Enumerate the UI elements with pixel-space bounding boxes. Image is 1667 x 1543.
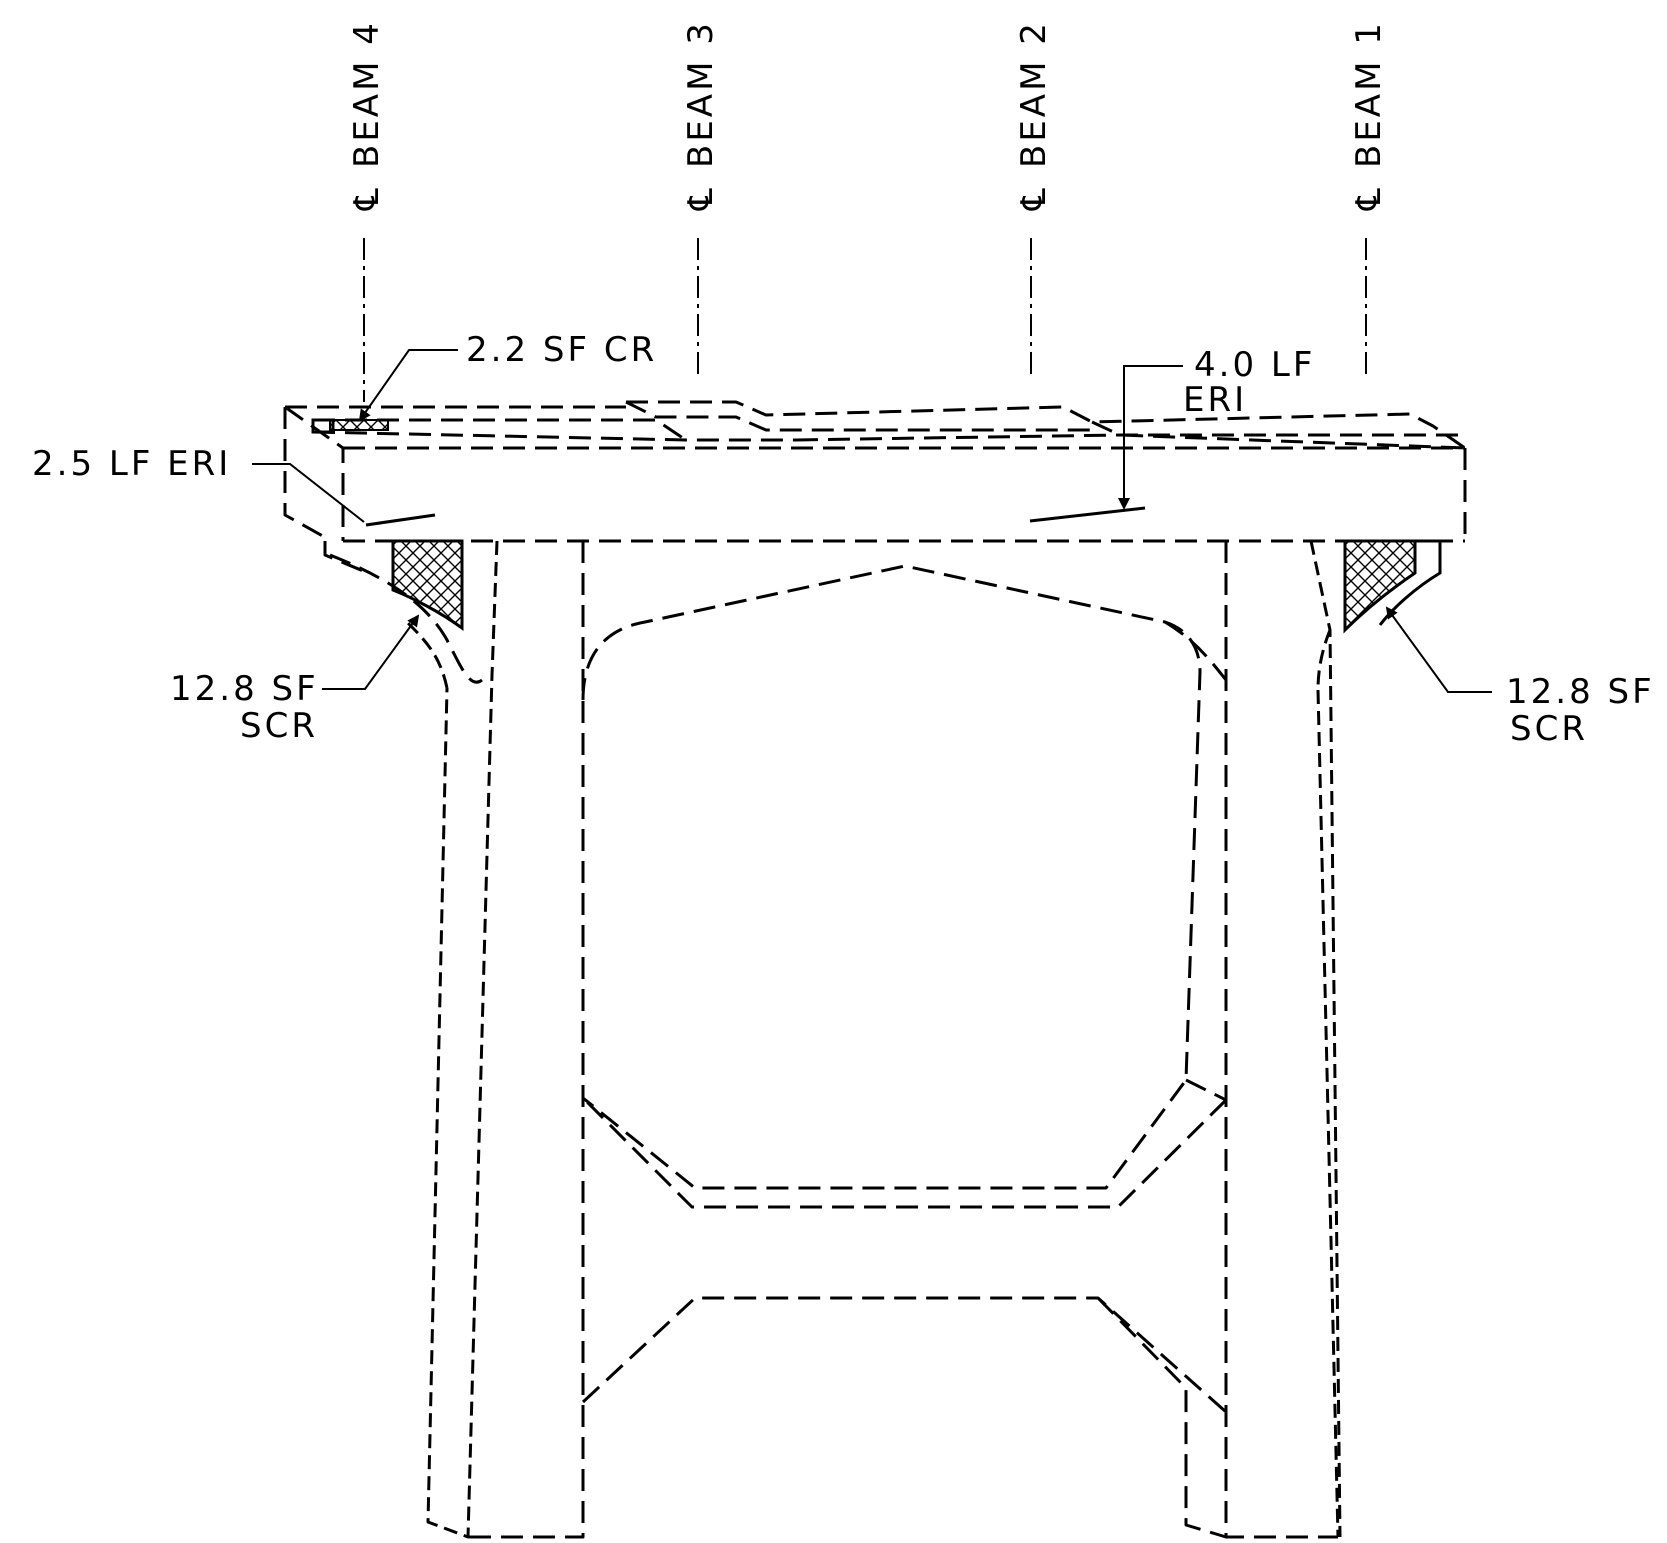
scr-area-left	[391, 539, 464, 631]
cr-label: 2.2 SF CR	[466, 330, 657, 370]
eri-left-label: 2.5 LF ERI	[32, 444, 231, 484]
scr-left-label-line1: 12.8 SF	[170, 669, 319, 709]
eri-line-left	[365, 513, 436, 527]
scr-area-right	[1343, 539, 1417, 634]
scr-edge-right	[1378, 539, 1442, 626]
beam-label: BEAM 4	[347, 20, 387, 168]
centerline-symbol: ℄	[681, 185, 721, 211]
scr-right-label-line1: 12.8 SF	[1506, 672, 1655, 712]
centerline-symbol: ℄	[1014, 185, 1054, 211]
scr-left-leader	[322, 614, 420, 690]
eri-line-right	[1029, 506, 1146, 523]
centerline-symbol: ℄	[347, 185, 387, 211]
pier	[403, 540, 1342, 1539]
beam-1-label: ℄ BEAM 1	[1349, 20, 1389, 211]
beam-label: BEAM 1	[1349, 20, 1389, 168]
scr-right-label-line2: SCR	[1510, 709, 1588, 749]
eri-left-leader	[252, 463, 365, 523]
scr-right-leader	[1385, 606, 1492, 693]
cr-leader	[358, 349, 458, 422]
beam-label: BEAM 2	[1014, 20, 1054, 168]
cr-area	[329, 419, 389, 431]
eri-right-label-line1: 4.0 LF	[1194, 345, 1315, 385]
beam-4-label: ℄ BEAM 4	[347, 20, 387, 211]
eri-right-leader	[1118, 365, 1183, 510]
beam-3-label: ℄ BEAM 3	[681, 20, 721, 211]
beam-label: BEAM 3	[681, 20, 721, 168]
scr-left-label-line2: SCR	[240, 706, 318, 746]
eri-right-label-line2: ERI	[1183, 380, 1247, 420]
cr-edge	[311, 418, 335, 434]
beam-2-label: ℄ BEAM 2	[1014, 20, 1054, 211]
deck	[283, 400, 1467, 684]
centerline-symbol: ℄	[1349, 185, 1389, 211]
